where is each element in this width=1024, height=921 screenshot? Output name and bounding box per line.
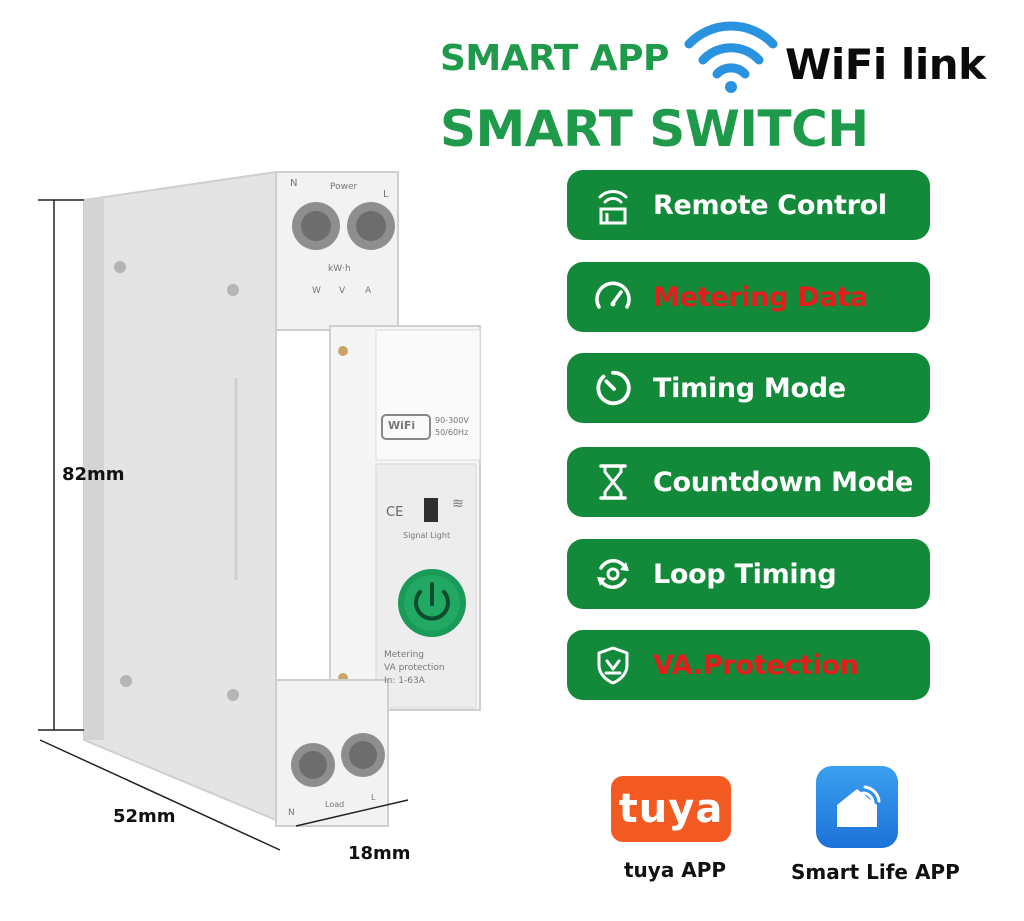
load-label: Load [325, 800, 345, 809]
voltage-label: 90-300V [435, 416, 469, 425]
terminal-l-label: L [383, 189, 389, 200]
feature-label: Countdown Mode [653, 466, 914, 498]
a-label: A [365, 286, 372, 296]
feature-loop-timing: Loop Timing [567, 539, 930, 609]
signal-wifi-icon: ≋ [452, 496, 464, 512]
hourglass-icon [593, 462, 633, 502]
feature-remote-control: Remote Control [567, 170, 930, 240]
smart-life-logo [816, 766, 898, 848]
remote-control-icon [593, 185, 633, 225]
smart-app-heading: SMART APP [440, 38, 669, 79]
feature-label: Remote Control [653, 189, 887, 221]
timer-icon [593, 368, 633, 408]
loop-icon [593, 554, 633, 594]
feature-label: Timing Mode [653, 372, 846, 404]
wifi-icon [683, 14, 779, 98]
feature-metering-data: Metering Data [567, 262, 930, 332]
metering-label: Metering [384, 650, 424, 660]
device-illustration: N Power L kW·h W V A WiFi 90-300V 50/60H… [38, 170, 481, 864]
w-label: W [312, 286, 321, 296]
v-label: V [339, 286, 346, 296]
kwh-label: kW·h [328, 264, 351, 274]
wifi-badge: WiFi [388, 419, 416, 432]
tuya-logo-text: tuya [618, 786, 724, 832]
home-icon [837, 785, 881, 827]
smart-switch-heading: SMART SWITCH [440, 100, 869, 158]
shield-icon [593, 645, 633, 685]
gauge-icon [593, 277, 633, 317]
tuya-logo: tuya [611, 776, 731, 842]
bottom-l-label: L [371, 793, 376, 802]
width-dimension: 18mm [348, 843, 411, 864]
ce-mark: CE [386, 505, 404, 520]
smart-life-app-label: Smart Life APP [791, 860, 960, 884]
feature-label: Metering Data [653, 281, 868, 313]
feature-label: VA.Protection [653, 649, 859, 681]
height-dimension: 82mm [62, 464, 125, 485]
feature-va-protection: VA.Protection [567, 630, 930, 700]
va-protection-device-label: VA protection [384, 663, 445, 673]
feature-label: Loop Timing [653, 558, 837, 590]
power-label: Power [330, 182, 358, 192]
signal-light-label: Signal Light [403, 531, 451, 540]
current-rating-label: In: 1-63A [384, 676, 425, 686]
tuya-app-label: tuya APP [624, 858, 727, 882]
feature-countdown-mode: Countdown Mode [567, 447, 930, 517]
wifi-link-heading: WiFi link [785, 40, 986, 89]
depth-dimension: 52mm [113, 806, 176, 827]
frequency-label: 50/60Hz [435, 428, 469, 437]
bottom-n-label: N [288, 808, 295, 818]
terminal-n-label: N [290, 178, 298, 189]
feature-timing-mode: Timing Mode [567, 353, 930, 423]
